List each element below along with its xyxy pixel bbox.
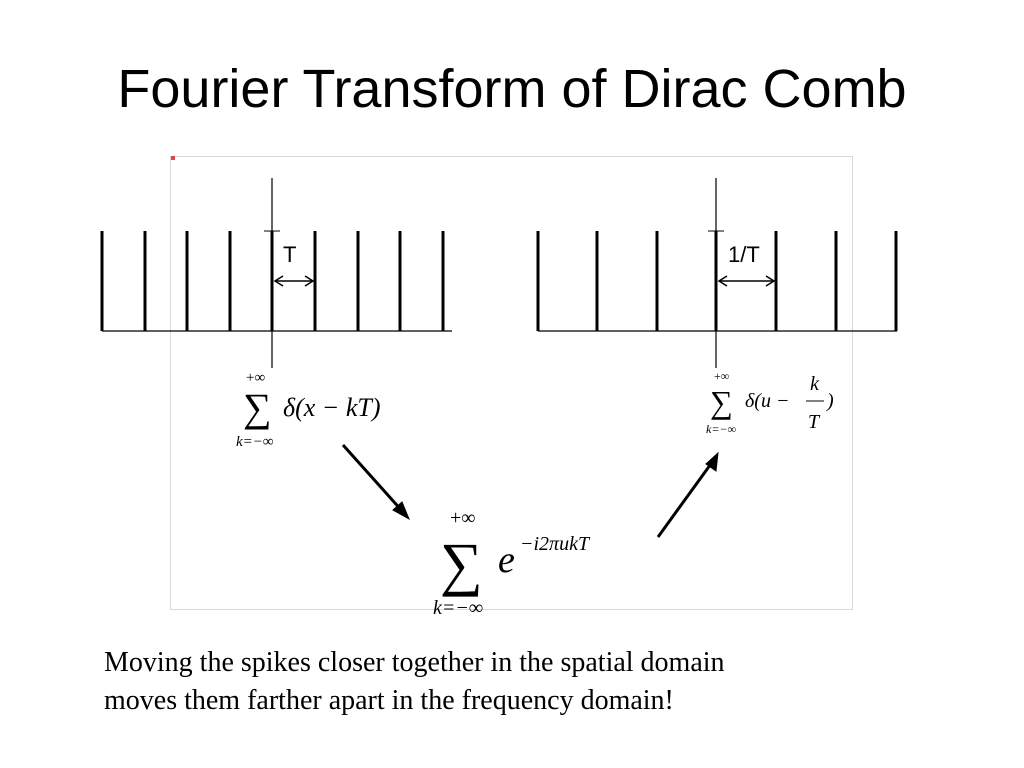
sum-upper: +∞	[450, 507, 476, 529]
frame-corner-marker	[171, 156, 175, 160]
fraction-numerator: k	[810, 373, 820, 395]
frequency-spikes	[536, 231, 898, 331]
fraction-denominator: T	[808, 411, 821, 433]
formula-frequency: +∞ ∑ k=−∞ δ(u − k T )	[706, 369, 834, 436]
exp-exponent: −i2πukT	[520, 533, 591, 555]
sum-lower: k=−∞	[706, 422, 737, 436]
summation-icon: ∑	[710, 384, 733, 420]
frequency-spacing-arrow	[717, 275, 776, 287]
spatial-spacing-label: T	[283, 242, 296, 267]
caption-line: Moving the spikes closer together in the…	[104, 647, 725, 678]
frequency-spacing-label: 1/T	[728, 242, 760, 267]
exp-base: e	[498, 539, 515, 581]
spatial-spacing-arrow	[273, 275, 315, 287]
sum-upper: +∞	[246, 370, 265, 386]
summation-icon: ∑	[243, 385, 272, 430]
slide-title: Fourier Transform of Dirac Comb	[117, 59, 907, 119]
arrow-spatial-to-exponential	[341, 443, 411, 521]
formula-exponential: +∞ ∑ k=−∞ e −i2πukT	[433, 507, 591, 619]
arrow-exponential-to-frequency	[656, 451, 719, 538]
diagram-frame	[170, 156, 853, 610]
formula-spatial: +∞ ∑ k=−∞ δ(x − kT)	[236, 370, 381, 450]
caption-line: moves them farther apart in the frequenc…	[104, 685, 674, 716]
formula-body: δ(x − kT)	[283, 393, 381, 422]
spatial-comb	[100, 178, 452, 368]
spatial-spikes	[100, 231, 445, 331]
formula-body-prefix: δ(u −	[745, 390, 789, 412]
frequency-comb	[536, 178, 898, 368]
sum-lower: k=−∞	[433, 597, 483, 619]
summation-icon: ∑	[440, 531, 483, 597]
formula-body-suffix: )	[826, 390, 834, 412]
sum-upper: +∞	[714, 369, 729, 383]
slide-caption: Moving the spikes closer together in the…	[104, 644, 924, 720]
sum-lower: k=−∞	[236, 434, 274, 450]
